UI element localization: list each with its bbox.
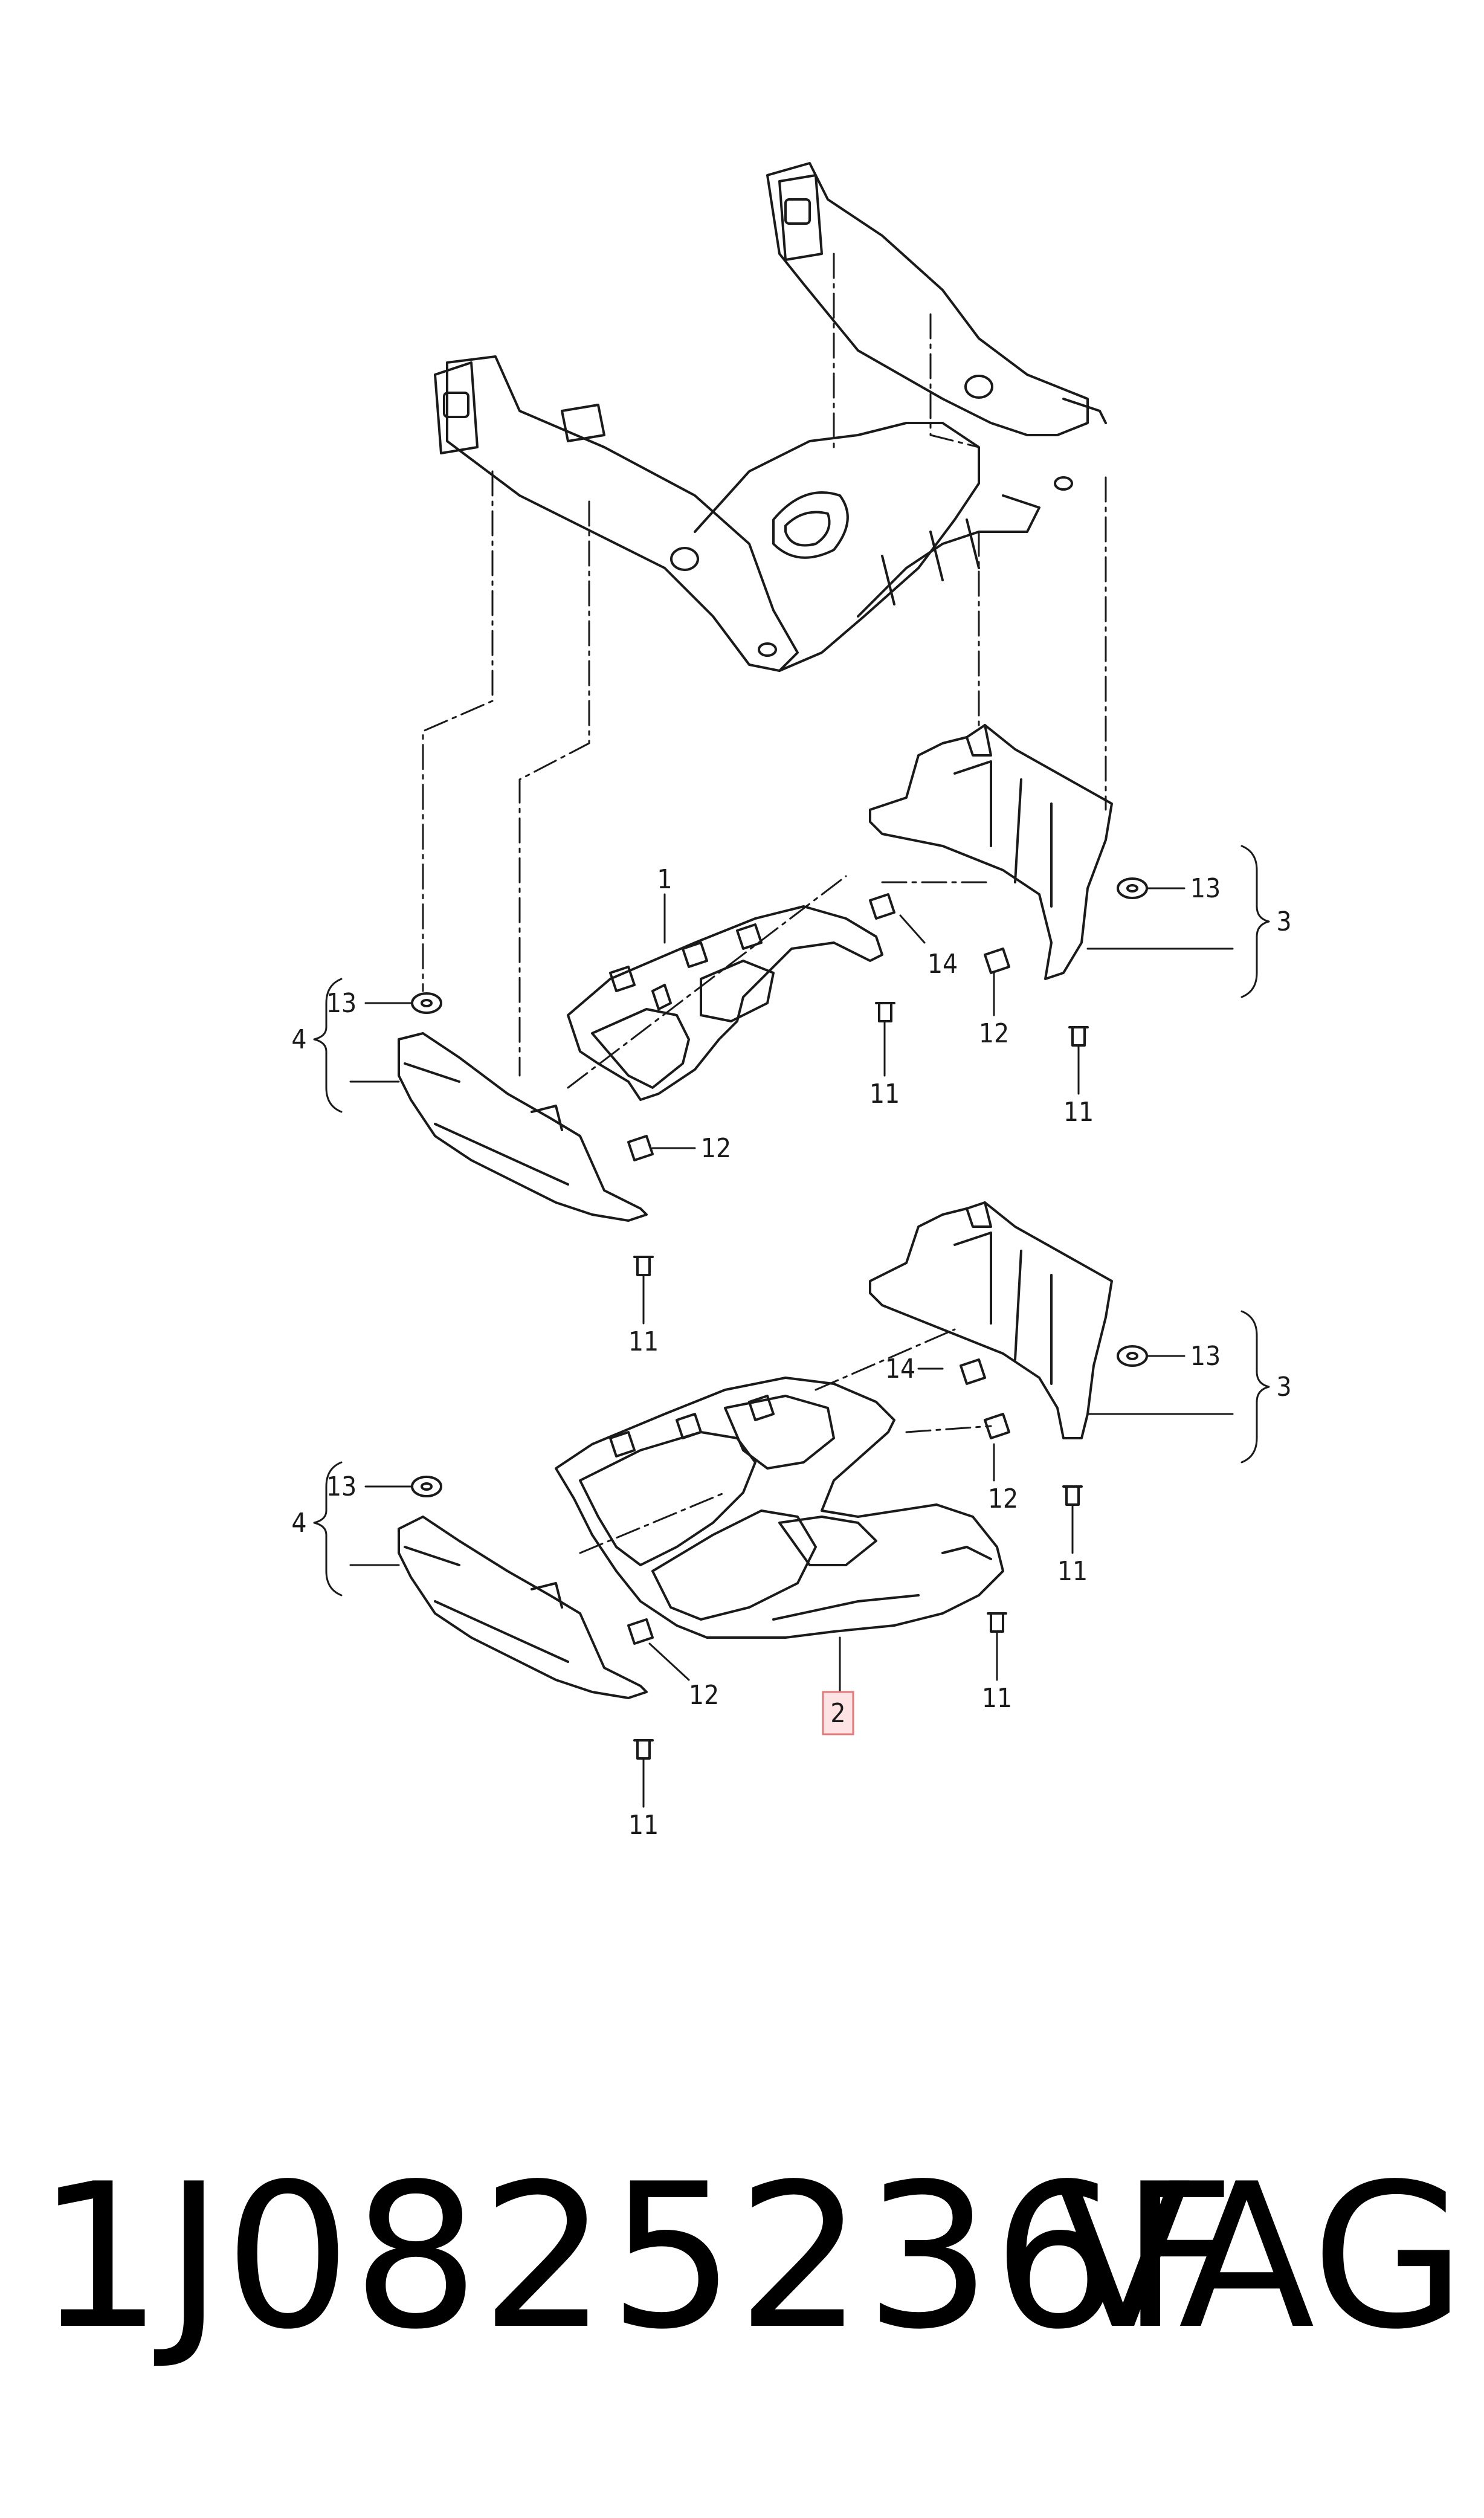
part-number: 1J0825236F — [36, 2141, 1237, 2373]
callout-13-lower-right: 13 — [1190, 1341, 1221, 1372]
callout-1: 1 — [657, 864, 672, 895]
part-1 — [567, 905, 883, 1101]
washer-13-lower-left — [411, 1476, 442, 1497]
callout-11-upper-left: 11 — [628, 1326, 659, 1357]
washer-13-lower-right — [1117, 1345, 1148, 1367]
callout-2: 2 — [830, 1698, 845, 1729]
bolt-11-lower-c — [633, 1739, 654, 1760]
leader-lines — [422, 253, 1107, 1554]
callout-4-upper: 4 — [291, 1024, 306, 1055]
washer-13-upper-right — [1117, 877, 1148, 899]
nut-12-lower-b — [627, 1618, 654, 1645]
callout-3-upper: 3 — [1276, 906, 1291, 937]
part-2-highlight — [822, 1691, 854, 1735]
brand-label: VAG — [1054, 2141, 1466, 2373]
callout-11-lower-mid: 11 — [982, 1683, 1012, 1714]
callout-12-upper-left: 12 — [701, 1133, 731, 1164]
lower-group — [398, 1201, 1148, 1760]
callout-11-lower-right: 11 — [1057, 1556, 1088, 1587]
nut-12-upper-b — [627, 1135, 654, 1161]
callout-13-upper-left: 13 — [326, 988, 356, 1019]
part-3-upper — [869, 724, 1113, 980]
part-2 — [555, 1377, 1004, 1639]
callout-leaders — [313, 845, 1270, 1808]
part-4-lower — [398, 1516, 648, 1699]
part-4-upper — [398, 1032, 648, 1222]
part-3-lower — [869, 1201, 1113, 1439]
callout-3-lower: 3 — [1276, 1372, 1291, 1403]
callout-13-lower-left: 13 — [326, 1471, 356, 1502]
clip-14-lower — [960, 1358, 986, 1385]
nut-12-lower-a — [984, 1413, 1010, 1439]
callout-14-upper: 14 — [928, 949, 958, 980]
upper-group — [398, 724, 1148, 1276]
callout-12-upper-right: 12 — [979, 1018, 1009, 1049]
bolt-11-upper-c — [633, 1256, 654, 1276]
nut-12-upper-a — [984, 947, 1010, 974]
callout-4-lower: 4 — [291, 1508, 306, 1538]
bolt-11-upper-a — [875, 1002, 895, 1022]
callout-14-lower: 14 — [885, 1354, 915, 1384]
callout-11-upper-mid: 11 — [869, 1079, 900, 1109]
bolt-11-lower-b — [987, 1612, 1007, 1633]
callout-12-lower-left: 12 — [689, 1680, 719, 1711]
bolt-11-lower-a — [1062, 1485, 1083, 1506]
clip-14-upper — [869, 893, 895, 920]
callout-13-upper-right: 13 — [1190, 873, 1221, 904]
bolt-11-upper-b — [1068, 1026, 1089, 1047]
callout-11-upper-right: 11 — [1063, 1097, 1094, 1128]
callout-11-lower-left: 11 — [628, 1810, 659, 1841]
subframe — [434, 162, 1107, 672]
callout-12-lower-right: 12 — [988, 1483, 1018, 1514]
washer-13-upper-left — [411, 992, 442, 1014]
exploded-parts-diagram: 1 14 12 11 11 13 3 4 13 12 11 14 13 3 12… — [291, 162, 1292, 1841]
